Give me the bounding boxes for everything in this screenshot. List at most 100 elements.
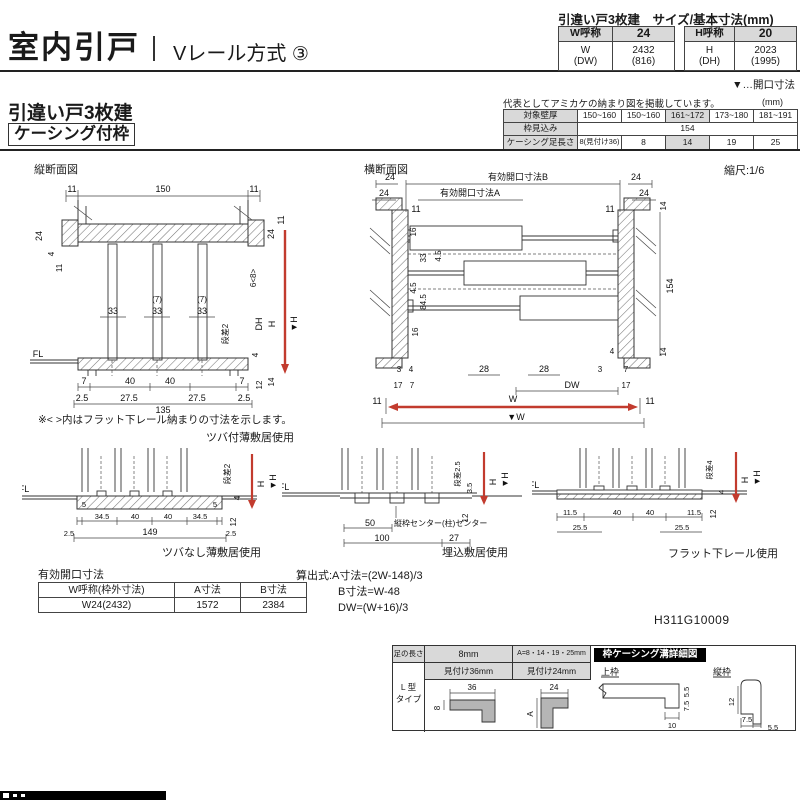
dim-label: 11.5 [687,508,701,517]
drawing-caption: 埋込敷居使用 [442,547,508,559]
dim-label: 40 [165,376,175,386]
casing-profile-36-drawing: 36 8 [433,683,496,723]
method-text: Vレール方式 [173,43,287,65]
dim-label: 5.5 [682,687,691,697]
dim-label: 12 [709,509,718,518]
horizontal-section-label: 横断面図 [364,164,408,176]
dim-label: 4.5 [434,250,443,262]
dim-label: 50 [365,518,375,528]
detail-embedded-sill-drawing: FL 段差2.5 3.5 H ▼H 12 50 縦枠センター(柱)センター 10… [282,448,522,547]
dim-label: W [509,394,518,404]
cell: 見付け24mm [513,663,591,680]
footer-mark-bar [0,791,166,800]
upper-frame-label: 上枠 [601,666,619,677]
dim-label: FL [282,482,289,492]
dim-label: 7 [410,381,415,390]
dim-label: A [526,711,535,717]
dim-label: 7 [624,365,629,374]
dim-label: 5 [82,500,86,509]
dim-label: 24 [34,231,44,241]
dim-label: 16 [409,227,418,236]
dim-label: 135 [155,405,170,414]
dim-label: FL [532,480,539,490]
flat-rail [532,485,747,500]
method-number: ③ [291,44,309,65]
page-title: 室内引戸 [8,30,140,65]
tracks-and-doors [408,225,619,321]
dim-label: 4 [47,251,56,256]
size-table-h: H呼称 20 H(DH) 2023(1995) [684,26,797,71]
row-label-line: L 型 [400,682,417,692]
cell-text: W [580,45,591,56]
cell: H(DH) [684,41,735,71]
dim-label: 12 [461,513,470,522]
dim-label: 2.5 [238,393,251,403]
footer-mark [3,793,9,798]
cell-text: (1995) [751,56,780,67]
cell: A=8・14・19・25mm [513,646,591,663]
dim-label: 4 [251,352,260,357]
dim-label: FL [33,349,44,359]
dim-label: 24 [385,172,395,182]
dim-label: 7 [81,376,86,386]
cell: 173~180 [709,109,754,123]
cell: 8(見付け36) [577,135,622,150]
dim-label: 4 [717,490,726,494]
dim-label: 12 [727,698,736,706]
dim-label: 40 [125,376,135,386]
detail-flat-rail-drawing: FL 段差4 4 12 H ▼H 11.5 40 40 11.5 25.5 25… [532,448,762,533]
cell-text: (816) [631,56,656,67]
height-arrow [281,230,289,374]
dim-label: 5.5 [768,723,778,732]
cell: W呼称 [558,26,613,42]
dim-label: 40 [164,512,172,521]
dim-label: 150 [155,184,170,194]
dim-label: 84.5 [419,294,428,310]
doc-code: H311G10009 [654,613,730,627]
wall-spec-table: 対象壁厚 150~160 150~160 161~172 173~180 181… [503,109,798,150]
cell: ケーシング足長さ [503,135,578,150]
dim-label: 縦枠センター(柱)センター [394,518,487,528]
dim-label: 10 [668,721,676,730]
cell: A寸法 [174,582,241,598]
door-bottoms [579,448,686,492]
bottom-dimensions: 50 縦枠センター(柱)センター 100 27 [343,506,487,547]
scale-label: 縮尺:1/6 [724,165,765,177]
dim-label: H [256,481,266,488]
cell: 24 [612,26,675,42]
cell: 見付け36mm [425,663,513,680]
dim-label: 11 [67,184,76,194]
dim-label: 11 [605,204,614,214]
page-header: 室内引戸 [8,22,140,68]
dim-label: 4 [409,365,414,374]
dim-label: ▼H [500,472,510,487]
dim-label: 2.5 [64,529,74,538]
dim-label: ▼H [268,474,278,489]
dim-label: 34.5 [95,512,110,521]
dim-label: 8 [433,705,442,710]
cell: W(DW) [558,41,613,71]
bottom-dimensions: 7 40 40 7 2.5 27.5 135 27.5 2.5 [73,376,253,414]
cell: 2432(816) [612,41,675,71]
dim-label: 14 [659,201,668,210]
dim-label: 6<8> [249,269,258,288]
dim-label: 4 [610,347,615,356]
dim-label: 33 [419,253,428,262]
dim-label: 11.5 [563,508,577,517]
cell: W24(2432) [38,597,175,613]
dim-label: 16 [411,327,420,336]
bottom-dimensions: 5 5 34.5 40 40 34.5 2.5 149 2.5 [64,500,236,542]
dim-label: H [267,321,277,328]
dim-label: H [740,477,750,484]
formula-line: DW=(W+16)/3 [338,602,409,614]
door-bottoms [81,448,188,496]
header-rule [0,70,800,72]
dim-label: FL [22,484,29,494]
side-frame-label: 縦枠 [713,666,731,677]
dim-label: 28 [479,364,489,374]
cell: 2384 [240,597,307,613]
dim-label: 4.5 [409,282,418,294]
dim-label: 3 [598,365,603,374]
vertical-section-label: 縦断面図 [34,164,78,176]
dim-label: 14 [267,377,276,386]
